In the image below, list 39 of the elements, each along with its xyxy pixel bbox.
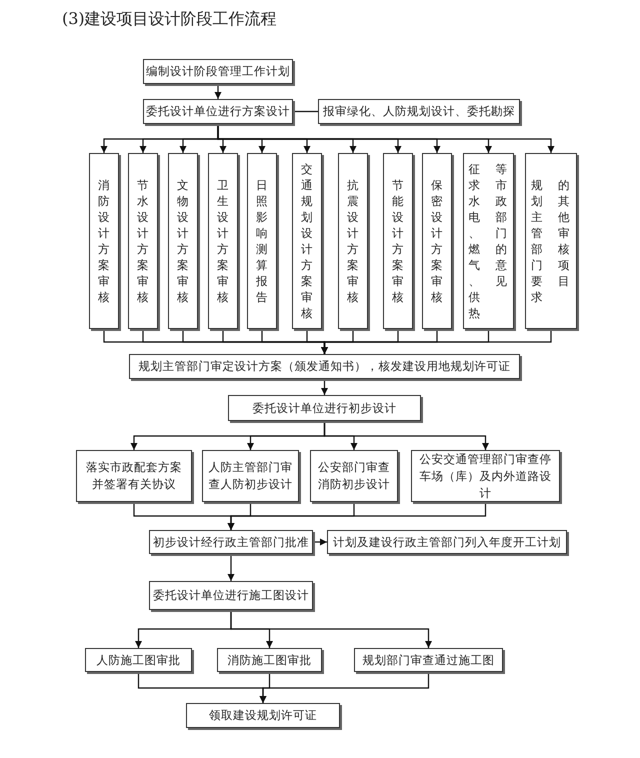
arrow (217, 124, 554, 153)
process-box: 节水设计方案审核 (128, 153, 158, 329)
process-box: 消防设计方案审核 (89, 153, 119, 329)
arrow (214, 84, 222, 99)
process-box: 公安部门审查消防初步设计 (310, 450, 398, 502)
process-box: 落实市政配套方案并签署有关协议 (76, 450, 192, 502)
process-box: 保密设计方案审核 (422, 153, 452, 329)
process-box: 卫生设计方案审核 (208, 153, 238, 329)
arrow (228, 554, 234, 581)
process-box: 交通规划设计方案审核 (292, 153, 322, 329)
process-box: 初步设计经行政主管部门批准 (149, 530, 313, 554)
process-box: 报审绿化、人防规划设计、委托勘探 (318, 99, 520, 124)
arrow (260, 672, 430, 703)
process-box: 领取建设规划许可证 (186, 703, 340, 728)
process-box: 人防主管部门审查人防初步设计 (202, 450, 299, 502)
process-box: 委托设计单位进行初步设计 (228, 395, 421, 421)
process-box: 消防施工图审批 (217, 648, 322, 672)
process-box: 日照影响测算报告 (247, 153, 277, 329)
arrow (313, 538, 327, 546)
process-box: 节能设计方案审核 (383, 153, 413, 329)
process-box: 规划部门审查通过施工图 (354, 648, 503, 672)
process-box: 计划及建设行政主管部门列入年度开工计划 (327, 530, 567, 554)
process-box: 征求水电、燃气、供热等市政部门的意见 (463, 153, 514, 329)
process-box: 委托设计单位进行施工图设计 (149, 581, 313, 610)
connector-line (293, 110, 318, 112)
title: (3)建设项目设计阶段工作流程 (62, 9, 277, 30)
process-box: 文物设计方案审核 (168, 153, 198, 329)
process-box: 委托设计单位进行方案设计 (143, 99, 293, 124)
process-box: 抗震设计方案审核 (338, 153, 368, 329)
process-box: 编制设计阶段管理工作计划 (143, 59, 293, 84)
process-box: 人防施工图审批 (85, 648, 192, 672)
arrow (228, 502, 486, 530)
arrow (324, 421, 489, 450)
arrow (230, 610, 432, 648)
process-box: 规划主管部门审定设计方案（颁发通知书），核发建设用地规划许可证 (129, 354, 520, 379)
process-box: 规划主管部门要求的其他审核项目 (525, 153, 577, 329)
arrow (321, 379, 328, 395)
arrow (321, 329, 552, 354)
process-box: 公安交通管理部门审查停车场（库）及内外道路设计 (411, 450, 560, 502)
